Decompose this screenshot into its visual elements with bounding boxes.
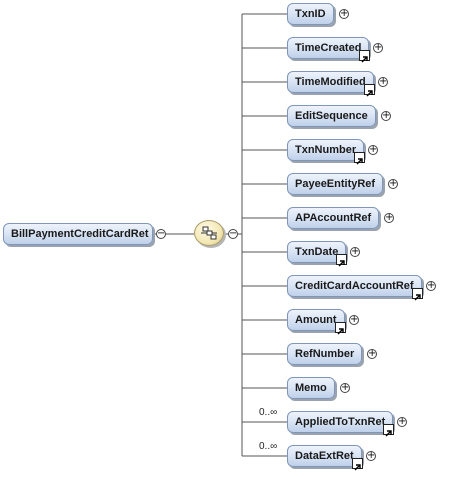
type-reference-icon	[383, 424, 394, 437]
expand-icon[interactable]: +	[381, 110, 391, 121]
expand-icon[interactable]: +	[367, 348, 377, 359]
sequence-compositor-icon[interactable]	[194, 220, 224, 246]
type-reference-icon	[354, 152, 365, 165]
collapse-root-icon[interactable]: −	[156, 228, 166, 239]
root-element-label: BillPaymentCreditCardRet	[11, 228, 149, 240]
element-node[interactable]: TimeCreated	[287, 37, 370, 59]
element-node[interactable]: TxnID	[287, 3, 334, 25]
element-label: TimeModified	[295, 76, 366, 88]
sequence-glyph-icon	[201, 226, 217, 240]
element-label: TxnNumber	[295, 144, 357, 156]
element-label: Amount	[295, 314, 337, 326]
expand-icon[interactable]: +	[368, 144, 378, 155]
collapse-sequence-icon[interactable]: −	[228, 228, 238, 239]
element-node[interactable]: CreditCardAccountRef	[287, 275, 422, 297]
element-node[interactable]: TxnNumber	[287, 139, 365, 161]
type-reference-icon	[359, 50, 370, 63]
expand-icon[interactable]: +	[397, 416, 407, 427]
expand-icon[interactable]: +	[384, 212, 394, 223]
element-label: AppliedToTxnRet	[295, 416, 386, 428]
element-label: Memo	[295, 382, 327, 394]
element-node[interactable]: EditSequence	[287, 105, 376, 127]
expand-icon[interactable]: +	[373, 42, 383, 53]
element-label: RefNumber	[295, 348, 355, 360]
element-node[interactable]: TimeModified	[287, 71, 374, 93]
expand-icon[interactable]: +	[426, 280, 436, 291]
element-label: PayeeEntityRef	[295, 178, 376, 190]
expand-icon[interactable]: +	[378, 76, 388, 87]
type-reference-icon	[336, 254, 347, 267]
occurrence-label: 0..∞	[259, 407, 278, 418]
element-node[interactable]: PayeeEntityRef	[287, 173, 384, 195]
element-node[interactable]: AppliedToTxnRet	[287, 411, 394, 433]
expand-icon[interactable]: +	[388, 178, 398, 189]
element-node[interactable]: Amount	[287, 309, 345, 331]
expand-icon[interactable]: +	[349, 314, 359, 325]
element-label: TxnID	[295, 8, 326, 20]
element-label: EditSequence	[295, 110, 368, 122]
root-element-node[interactable]: BillPaymentCreditCardRet	[3, 223, 153, 245]
element-node[interactable]: RefNumber	[287, 343, 363, 365]
element-node[interactable]: Memo	[287, 377, 335, 399]
type-reference-icon	[335, 322, 346, 335]
element-label: DataExtRet	[295, 450, 354, 462]
expand-icon[interactable]: +	[340, 382, 350, 393]
element-node[interactable]: DataExtRet	[287, 445, 362, 467]
element-node[interactable]: APAccountRef	[287, 207, 380, 229]
element-label: TxnDate	[295, 246, 339, 258]
type-reference-icon	[412, 288, 423, 301]
element-label: CreditCardAccountRef	[295, 280, 414, 292]
element-label: APAccountRef	[295, 212, 372, 224]
element-label: TimeCreated	[295, 42, 362, 54]
expand-icon[interactable]: +	[339, 8, 349, 19]
type-reference-icon	[364, 84, 375, 97]
type-reference-icon	[352, 458, 363, 471]
element-node[interactable]: TxnDate	[287, 241, 347, 263]
expand-icon[interactable]: +	[350, 246, 360, 257]
occurrence-label: 0..∞	[259, 441, 278, 452]
expand-icon[interactable]: +	[366, 450, 376, 461]
